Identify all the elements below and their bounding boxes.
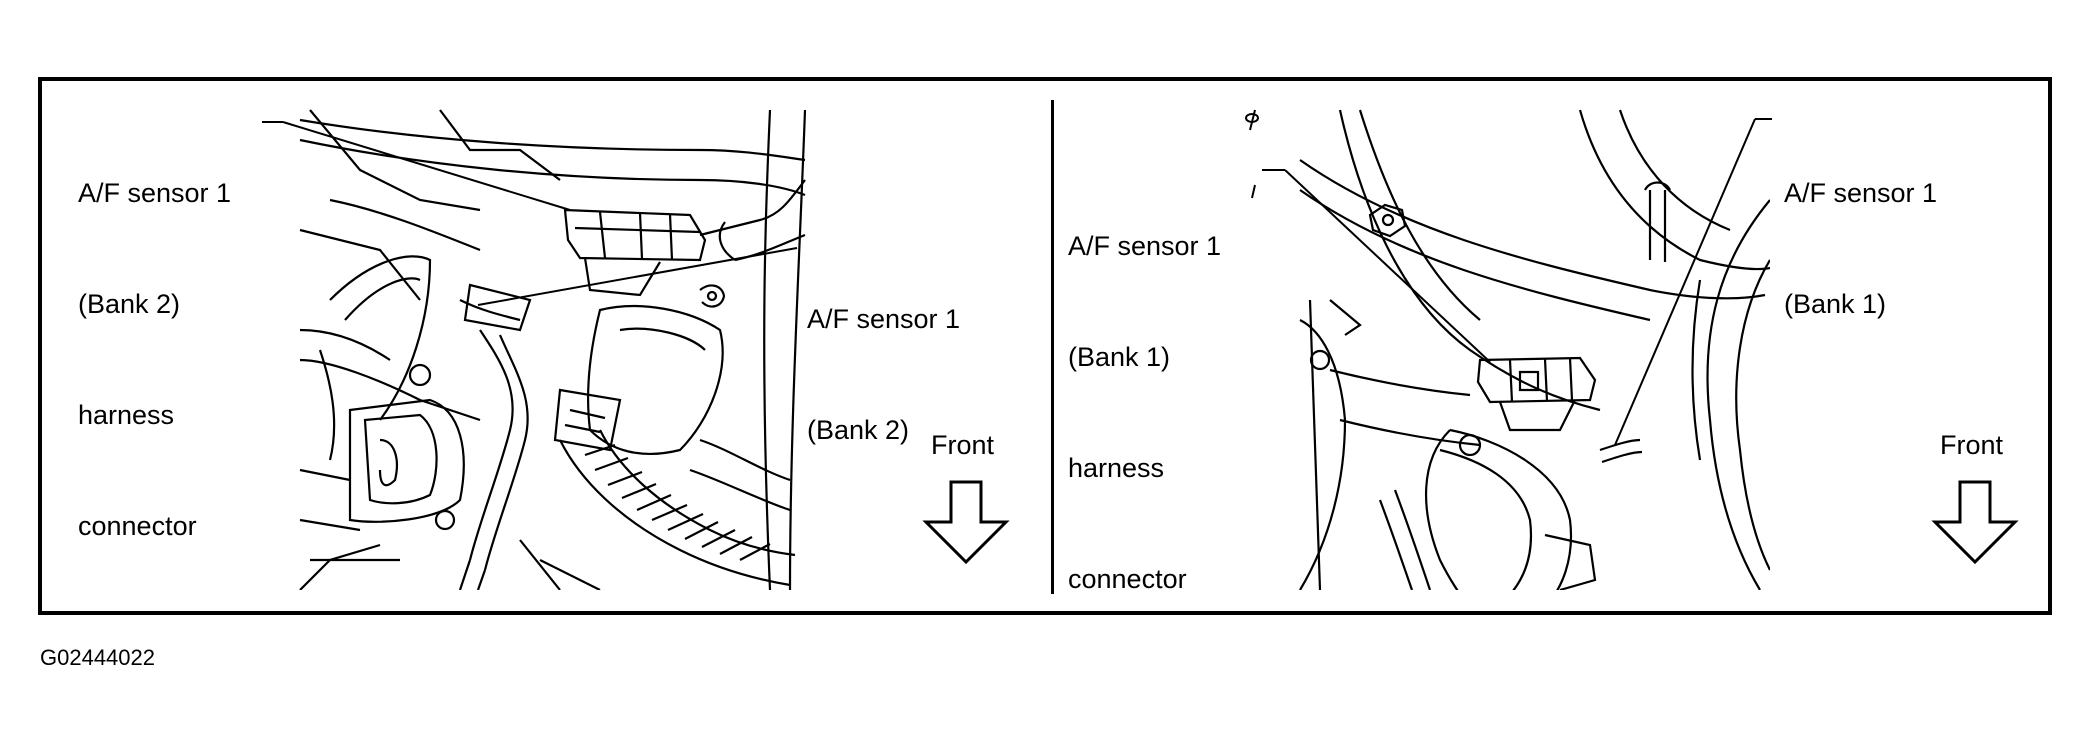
label-line: harness (1068, 453, 1165, 483)
left-engine-illustration (299, 109, 807, 590)
label-line: (Bank 1) (1784, 289, 1887, 319)
left-front-label: Front (931, 430, 995, 460)
right-engine-illustration (1299, 109, 1770, 590)
right-sensor-label: A/F sensor 1 (Bank 1) (1784, 101, 1937, 360)
label-line: connector (1068, 564, 1187, 594)
left-leader-lines (262, 121, 798, 306)
label-line: harness (78, 400, 175, 430)
right-front-label: Front (1940, 430, 2004, 460)
front-arrow-icon (922, 480, 1010, 565)
right-leader-lines (1245, 109, 1772, 446)
label-line: A/F sensor 1 (1784, 178, 1938, 208)
label-line: (Bank 2) (807, 415, 910, 445)
label-line: (Bank 2) (78, 289, 181, 319)
label-line: connector (78, 511, 197, 541)
label-line: A/F sensor 1 (1068, 231, 1222, 261)
right-connector-label: A/F sensor 1 (Bank 1) harness connector (1068, 154, 1221, 635)
left-connector-label: A/F sensor 1 (Bank 2) harness connector (78, 101, 231, 582)
panel-divider (1051, 100, 1054, 594)
label-line: A/F sensor 1 (78, 178, 232, 208)
front-arrow-icon (1931, 480, 2019, 565)
diagram-frame (38, 77, 2052, 615)
label-line: A/F sensor 1 (807, 304, 961, 334)
left-sensor-label: A/F sensor 1 (Bank 2) (807, 227, 960, 486)
label-line: (Bank 1) (1068, 342, 1171, 372)
figure-id: G02444022 (40, 645, 155, 670)
